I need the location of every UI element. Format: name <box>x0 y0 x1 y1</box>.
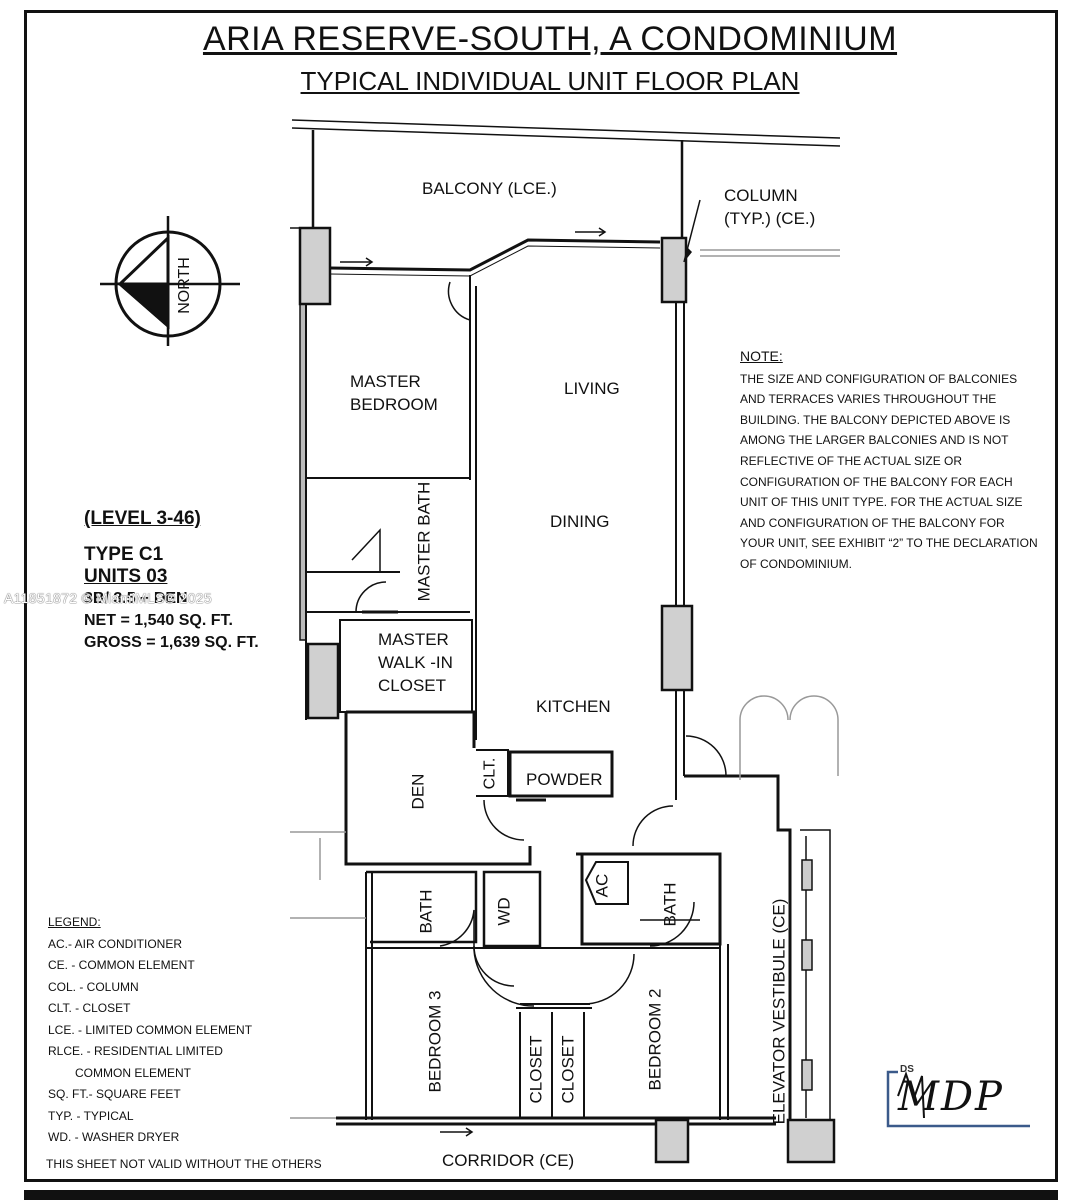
kitchen-label: KITCHEN <box>536 697 611 716</box>
bath-left-label: BATH <box>416 889 436 934</box>
legend-item: CE. - COMMON ELEMENT <box>48 958 195 972</box>
walk-in-label-1: MASTER <box>378 630 449 649</box>
powder-label: POWDER <box>526 770 603 789</box>
legend-item: RLCE. - RESIDENTIAL LIMITED <box>48 1044 223 1058</box>
closet-a-label: CLOSET <box>526 1035 546 1104</box>
signature-stamp-frame <box>886 1070 1030 1128</box>
balcony-label: BALCONY (LCE.) <box>422 179 557 198</box>
unit-type: TYPE C1 <box>84 544 164 565</box>
note-line: AND TERRACES VARIES THROUGHOUT THE <box>740 392 997 407</box>
note-line: THE SIZE AND CONFIGURATION OF BALCONIES <box>740 371 1018 386</box>
legend-heading: LEGEND: <box>48 915 101 929</box>
living-label: LIVING <box>564 379 620 398</box>
page-subtitle: TYPICAL INDIVIDUAL UNIT FLOOR PLAN <box>300 66 800 96</box>
page-title: ARIA RESERVE-SOUTH, A CONDOMINIUM <box>202 20 898 58</box>
corridor-label: CORRIDOR (CE) <box>442 1151 575 1170</box>
column-label-line2: (TYP.) (CE.) <box>724 209 816 228</box>
walk-in-label-2: WALK -IN <box>378 653 453 672</box>
den-label: DEN <box>408 773 428 810</box>
note-heading: NOTE: <box>740 348 783 364</box>
signature-initials: MDP <box>898 1074 1004 1120</box>
note-line: YOUR UNIT, SEE EXHIBIT “2” TO THE DECLAR… <box>740 536 1038 551</box>
signature-prefix: DS <box>900 1064 914 1075</box>
note-line: CONFIGURATION OF THE BALCONY FOR EACH <box>740 474 1013 489</box>
master-bedroom-label-1: MASTER <box>350 372 421 391</box>
north-compass <box>100 216 240 346</box>
bedroom3-label: BEDROOM 3 <box>425 990 445 1093</box>
unit-net-area: NET = 1,540 SQ. FT. <box>84 612 233 629</box>
bedroom2-label: BEDROOM 2 <box>645 988 665 1091</box>
unit-info-block: (LEVEL 3-46) TYPE C1 UNITS 03 3B/ 3.5 + … <box>84 508 259 654</box>
legend-item: COMMON ELEMENT <box>75 1065 192 1080</box>
clt-label: CLT. <box>481 757 499 790</box>
legend-item: CLT. - CLOSET <box>48 1001 131 1015</box>
legend-item: AC.- AIR CONDITIONER <box>48 936 183 951</box>
unit-level: (LEVEL 3-46) <box>84 508 201 529</box>
note-line: UNIT OF THIS UNIT TYPE. FOR THE ACTUAL S… <box>740 495 1023 510</box>
drawing-sheet-border <box>24 10 1058 1182</box>
unit-beds: 3B/ 3.5 + DEN <box>84 590 188 607</box>
disclaimer-text: THIS SHEET NOT VALID WITHOUT THE OTHERS <box>46 1157 322 1171</box>
compass-north-label: NORTH <box>175 257 193 314</box>
unit-gross-area: GROSS = 1,639 SQ. FT. <box>84 634 259 651</box>
legend-item: WD. - WASHER DRYER <box>48 1130 180 1144</box>
note-line: AMONG THE LARGER BALCONIES AND IS NOT <box>740 433 1009 448</box>
master-bedroom-label-2: BEDROOM <box>350 395 438 414</box>
watermark: A11851872 © MiamiMLS® 2025 <box>4 590 212 606</box>
note-line: REFLECTIVE OF THE ACTUAL SIZE OR <box>740 453 963 468</box>
unit-number: UNITS 03 <box>84 566 168 587</box>
wd-label: WD <box>494 897 514 926</box>
elevator-vestibule-label: ELEVATOR VESTIBULE (CE) <box>769 898 789 1125</box>
note-line: BUILDING. THE BALCONY DEPICTED ABOVE IS <box>740 412 1011 427</box>
legend-item: LCE. - LIMITED COMMON ELEMENT <box>48 1022 253 1037</box>
legend-item: COL. - COLUMN <box>48 979 139 994</box>
column-label-line1: COLUMN <box>724 186 798 205</box>
note-line: OF CONDOMINIUM. <box>740 556 852 571</box>
legend-block: LEGEND: AC.- AIR CONDITIONER CE. - COMMO… <box>48 912 252 1149</box>
bath-right-label: BATH <box>660 882 680 927</box>
legend-item: TYP. - TYPICAL <box>48 1108 134 1123</box>
bottom-border-bar <box>24 1190 1058 1200</box>
closet-b-label: CLOSET <box>558 1035 578 1104</box>
signature-stamp: DS MDP <box>884 1064 1032 1130</box>
walk-in-label-3: CLOSET <box>378 676 447 695</box>
note-block: NOTE: THE SIZE AND CONFIGURATION OF BALC… <box>740 346 1040 575</box>
ac-label: AC <box>592 873 612 898</box>
legend-item: SQ. FT.- SQUARE FEET <box>48 1087 181 1101</box>
master-bath-label: MASTER BATH <box>414 481 434 602</box>
dining-label: DINING <box>550 512 610 531</box>
note-line: AND CONFIGURATION OF THE BALCONY FOR <box>740 515 1005 530</box>
